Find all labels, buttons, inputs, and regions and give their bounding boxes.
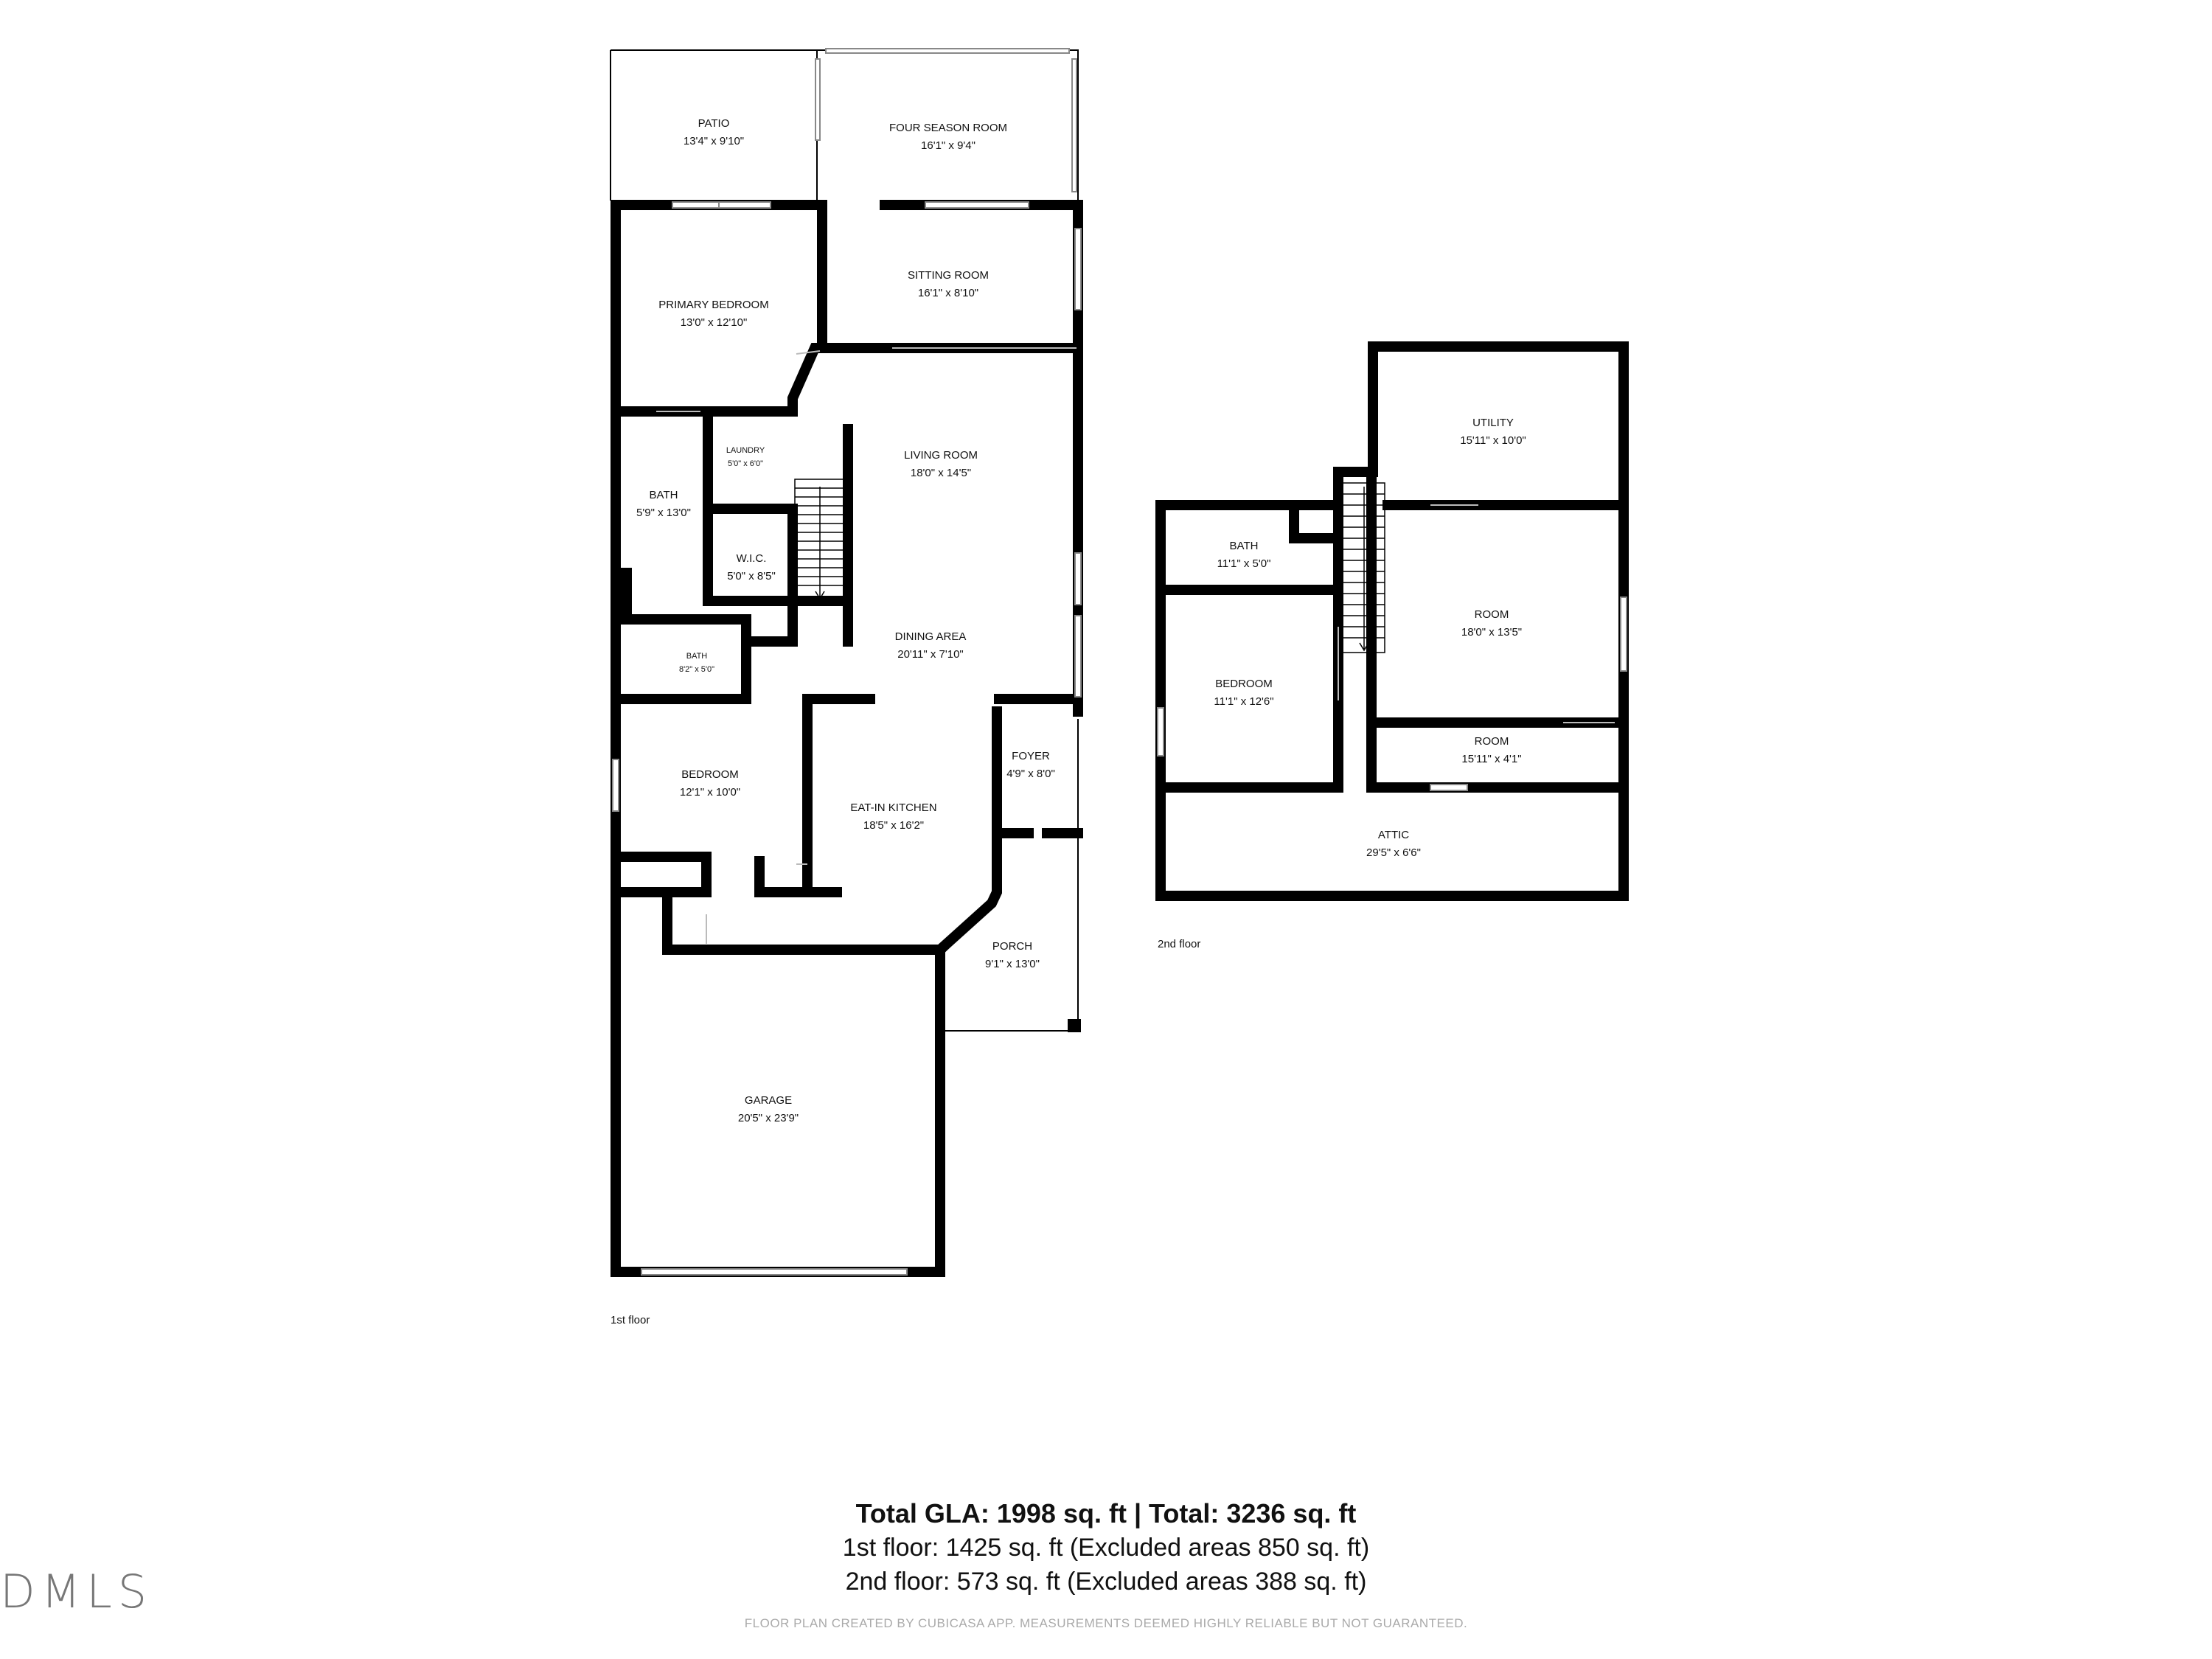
room-dimensions: 18'0" x 13'5" — [1461, 626, 1522, 639]
disclaimer: FLOOR PLAN CREATED BY CUBICASA APP. MEAS… — [744, 1616, 1468, 1630]
room-dimensions: 5'0" x 8'5" — [727, 570, 776, 582]
stairs-second-floor — [1340, 482, 1385, 653]
summary-second-floor: 2nd floor: 573 sq. ft (Excluded areas 38… — [845, 1568, 1367, 1596]
room-dimensions: 13'0" x 12'10" — [681, 316, 748, 329]
room-name: SITTING ROOM — [908, 269, 989, 282]
room-name: GARAGE — [745, 1094, 792, 1107]
room-name: PRIMARY BEDROOM — [658, 299, 768, 311]
room-name: W.I.C. — [737, 552, 767, 565]
room-dimensions: 16'1" x 9'4" — [921, 139, 975, 152]
first-floor-plan — [610, 48, 1083, 1277]
floor-label-1st: 1st floor — [611, 1314, 650, 1326]
area-summary: Total GLA: 1998 sq. ft | Total: 3236 sq.… — [0, 1497, 2212, 1599]
room-name: PATIO — [698, 117, 730, 130]
room-dimensions: 4'9" x 8'0" — [1006, 768, 1055, 780]
summary-first-floor: 1st floor: 1425 sq. ft (Excluded areas 8… — [842, 1534, 1370, 1562]
room-dimensions: 18'0" x 14'5" — [911, 467, 971, 479]
room-name: ATTIC — [1378, 829, 1409, 841]
room-name: FOYER — [1012, 750, 1050, 762]
room-name: FOUR SEASON ROOM — [889, 122, 1007, 134]
room-name: ROOM — [1475, 735, 1509, 748]
room-dimensions: 11'1" x 12'6" — [1214, 695, 1273, 708]
room-name: DINING AREA — [895, 630, 967, 643]
room-dimensions: 15'11" x 4'1" — [1461, 753, 1521, 765]
room-dimensions: 13'4" x 9'10" — [684, 135, 744, 147]
stairs-first-floor — [794, 479, 846, 602]
room-dimensions: 20'11" x 7'10" — [897, 648, 964, 661]
room-dimensions: 12'1" x 10'0" — [680, 786, 740, 799]
room-dimensions: 20'5" x 23'9" — [738, 1112, 799, 1124]
room-name: ROOM — [1475, 608, 1509, 621]
room-dimensions: 11'1" x 5'0" — [1217, 557, 1271, 570]
room-dimensions: 5'0" x 6'0" — [728, 459, 763, 468]
room-name: BEDROOM — [1215, 678, 1273, 690]
summary-total: Total GLA: 1998 sq. ft | Total: 3236 sq.… — [855, 1498, 1357, 1528]
room-name: BATH — [650, 489, 678, 501]
dmls-logo: DMLS — [0, 1565, 153, 1618]
room-dimensions: 5'9" x 13'0" — [636, 507, 691, 519]
room-dimensions: 16'1" x 8'10" — [918, 287, 978, 299]
room-dimensions: 29'5" x 6'6" — [1366, 846, 1421, 859]
second-floor-plan — [1155, 341, 1629, 901]
room-dimensions: 15'11" x 10'0" — [1460, 434, 1526, 447]
room-name: BATH — [1230, 540, 1259, 552]
room-dimensions: 9'1" x 13'0" — [985, 958, 1040, 970]
room-dimensions: 8'2" x 5'0" — [679, 665, 714, 674]
room-name: LIVING ROOM — [904, 449, 978, 462]
room-name: PORCH — [992, 940, 1032, 953]
floor-label-2nd: 2nd floor — [1158, 938, 1200, 950]
room-name: LAUNDRY — [726, 446, 765, 455]
room-name: BATH — [686, 652, 708, 661]
room-name: UTILITY — [1472, 417, 1514, 429]
room-dimensions: 18'5" x 16'2" — [863, 819, 924, 832]
room-name: BEDROOM — [681, 768, 739, 781]
room-name: EAT-IN KITCHEN — [850, 801, 936, 814]
room-labels: PATIO 13'4" x 9'10" FOUR SEASON ROOM 16'1" … — [636, 117, 1526, 1124]
